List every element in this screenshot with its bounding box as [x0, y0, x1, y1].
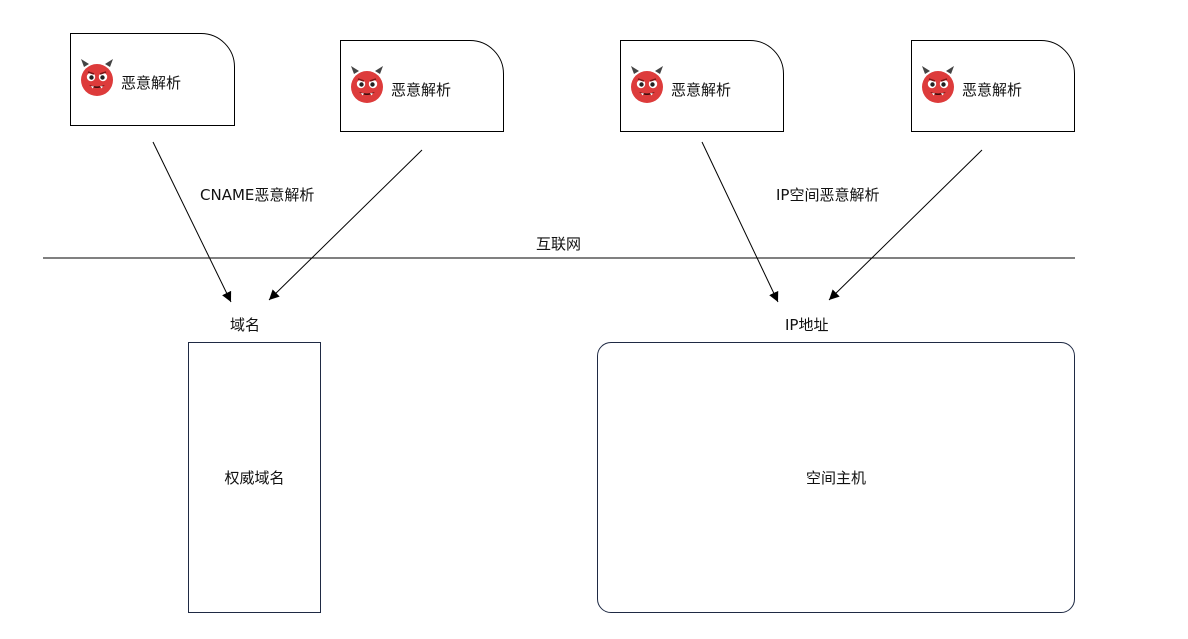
card-label: 恶意解析 [121, 74, 182, 92]
card-label: 恶意解析 [391, 81, 452, 99]
card-label: 恶意解析 [962, 81, 1023, 99]
arrow-card2-to-domain [268, 149, 423, 301]
authoritative-domain-label: 权威域名 [224, 469, 285, 487]
space-host-box: 空间主机 [597, 342, 1075, 613]
devil-icon [630, 66, 664, 104]
cname-malicious-label: CNAME恶意解析 [200, 186, 315, 204]
devil-icon [921, 66, 955, 104]
malicious-resolve-card-2: 恶意解析 [340, 40, 504, 132]
malicious-resolve-card-3: 恶意解析 [620, 40, 784, 132]
ip-space-malicious-label: IP空间恶意解析 [776, 186, 880, 204]
arrow-card4-to-ip [828, 149, 983, 301]
ip-address-label: IP地址 [785, 316, 829, 334]
authoritative-domain-box: 权威域名 [188, 342, 321, 613]
malicious-resolve-card-4: 恶意解析 [911, 40, 1075, 132]
arrow-card3-to-ip [701, 141, 779, 303]
space-host-label: 空间主机 [805, 469, 866, 487]
devil-icon [80, 59, 114, 97]
domain-label: 域名 [230, 316, 261, 334]
card-label: 恶意解析 [671, 81, 732, 99]
internet-label: 互联网 [536, 235, 582, 253]
devil-icon [350, 66, 384, 104]
arrow-card1-to-domain [152, 141, 232, 303]
malicious-resolve-card-1: 恶意解析 [70, 33, 235, 126]
